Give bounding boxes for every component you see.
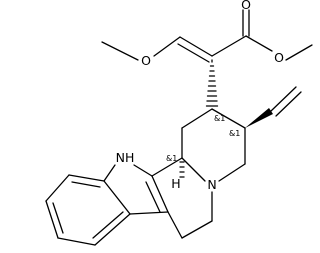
bond-c15-c20 — [211, 108, 246, 129]
stereo-label-c3: &1 — [166, 154, 177, 163]
atom-o-carbonyl: O — [241, 0, 251, 12]
bond-c9-c10-inner — [52, 202, 64, 234]
bond-c8-c9 — [45, 174, 70, 202]
bond-c3-c2 — [151, 157, 183, 177]
atom-nh: NH — [116, 150, 135, 165]
atom-o-methoxy: O — [141, 53, 151, 68]
stereo-label-c20: &1 — [229, 129, 240, 138]
bonds — [45, 9, 313, 246]
bond-o-methyl-ether — [101, 41, 139, 61]
bond-wedge-vinyl — [245, 108, 273, 128]
bond-c15-c14 — [181, 108, 213, 129]
bond-c-o-ester — [245, 35, 273, 52]
bond-c8a-c8-inner — [71, 181, 101, 188]
bond-o-methyl-ester — [285, 44, 313, 61]
bond-n-c3 — [181, 157, 206, 182]
bond-c21-n — [218, 163, 246, 182]
bond-alpha-beta-2 — [177, 43, 210, 63]
stereo-labels: &1 &1 &1 — [166, 114, 240, 163]
bond-vinyl-double-2 — [275, 91, 302, 117]
stereo-label-c15: &1 — [214, 114, 225, 123]
atom-labels: O O O NH N H — [116, 0, 284, 192]
bond-c9-c10 — [45, 200, 59, 239]
bond-vinyl-double-1 — [270, 86, 297, 112]
atom-h: H — [171, 176, 180, 191]
bond-c2-c7-1 — [151, 175, 169, 213]
atom-o-ester: O — [274, 50, 284, 65]
bond-c8a-c7a — [103, 180, 131, 215]
bond-c2-n1 — [133, 164, 153, 177]
bond-c5-c6 — [181, 220, 213, 239]
bond-n1-c8a — [103, 164, 116, 182]
bond-c6-c7 — [167, 211, 183, 239]
bond-alpha-beta-1 — [179, 36, 213, 57]
bond-c7-c7a — [129, 211, 169, 215]
bond-hashed-wedge-side — [205, 59, 219, 107]
bond-c2-c7-2 — [145, 181, 161, 213]
bond-beta-o — [153, 36, 181, 57]
bond-c10-c11 — [57, 237, 96, 246]
bond-c11-c7a-inner — [92, 211, 124, 239]
bond-c11-c7a — [94, 213, 131, 246]
atom-n: N — [207, 177, 216, 192]
bond-hashed-bridge-h — [179, 161, 185, 178]
bond-ester-c-alpha — [211, 35, 247, 57]
bond-c8a-c8 — [68, 174, 105, 182]
